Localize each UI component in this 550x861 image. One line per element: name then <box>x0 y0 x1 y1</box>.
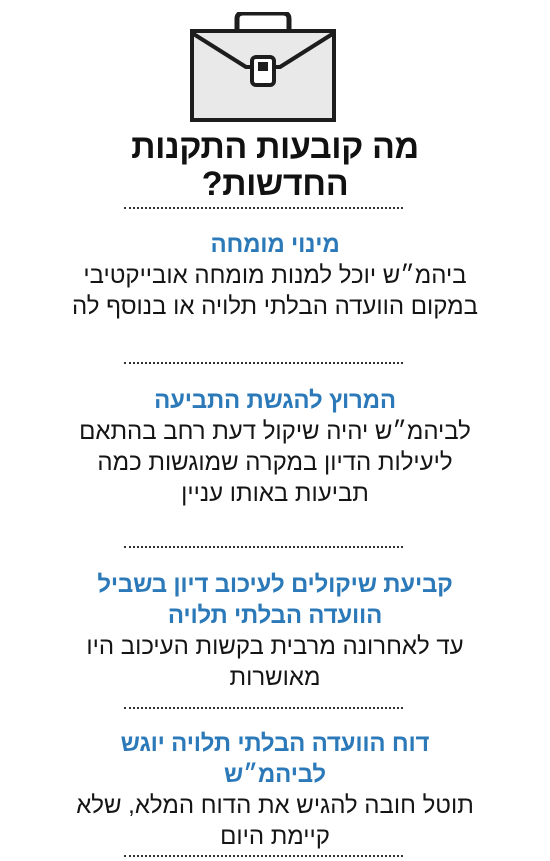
page-title: מה קובעות התקנות החדשות? <box>131 128 419 203</box>
section-heading-filing-race: המרוץ להגשת התביעה <box>154 387 396 414</box>
dotted-divider <box>124 707 403 709</box>
briefcase-icon <box>190 12 336 122</box>
section-body-delay-considerations: עד לאחרונה מרבית בקשות העיכוב היו מאושרו… <box>86 633 464 691</box>
dotted-divider <box>124 207 403 209</box>
section-heading-delay-considerations: קביעת שיקולים לעיכוב דיון בשביל הוועדה ה… <box>97 571 453 629</box>
section-heading-expert: מינוי מומחה <box>210 231 340 258</box>
dotted-divider <box>124 546 403 548</box>
section-body-committee-report: תוטל חובה להגיש את הדוח המלא, שלא קיימת … <box>76 792 474 850</box>
dotted-divider <box>124 855 403 857</box>
section-heading-committee-report: דוח הוועדה הבלתי תלויה יוגש לביהמ״ש <box>120 730 430 788</box>
dotted-divider <box>124 362 403 364</box>
section-body-expert: ביהמ״ש יוכל למנות מומחה אובייקטיבי במקום… <box>71 262 479 320</box>
section-body-filing-race: לביהמ״ש יהיה שיקול דעת רחב בהתאם ליעילות… <box>79 418 471 507</box>
